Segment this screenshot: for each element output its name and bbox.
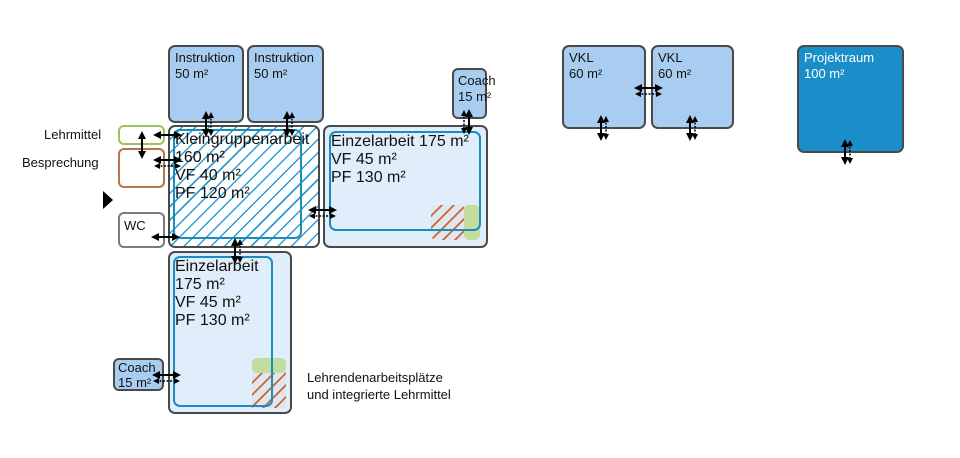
room-kleingruppenarbeit (168, 125, 320, 248)
room-coach-bottom: Coach 15 m² (113, 358, 164, 391)
workplace-hatch-bottom (252, 372, 286, 408)
room-coach-bottom-name: Coach (118, 360, 156, 375)
room-instruktion-1-area: 50 m² (175, 66, 209, 81)
einzelarbeit-bottom-pf: PF 130 m² (175, 312, 250, 329)
room-coach-top-area: 15 m² (458, 89, 492, 104)
room-lehrmittel (118, 125, 165, 145)
workplace-lehrmittel-bottom (252, 358, 286, 373)
entrance-arrow-icon (103, 191, 113, 209)
einzelarbeit-bottom-inner-zone: Einzelarbeit 175 m² VF 45 m² PF 130 m² (173, 256, 273, 407)
kleingruppenarbeit-area: 160 m² (175, 149, 225, 166)
room-instruktion-1: Instruktion 50 m² (168, 45, 244, 123)
kleingruppenarbeit-name: Kleingruppenarbeit (175, 131, 310, 148)
room-vkl-1-area: 60 m² (569, 66, 603, 81)
room-projektraum-area: 100 m² (804, 66, 845, 81)
einzelarbeit-right-inner-zone: Einzelarbeit 175 m² VF 45 m² PF 130 m² (329, 131, 481, 231)
room-wc: WC (118, 212, 165, 248)
kleingruppenarbeit-vf: VF 40 m² (175, 167, 241, 184)
einzelarbeit-right-name: Einzelarbeit 175 m² (331, 133, 469, 150)
einzelarbeit-bottom-name: Einzelarbeit 175 m² (175, 258, 259, 293)
room-instruktion-1-name: Instruktion (175, 50, 235, 65)
kleingruppenarbeit-pf: PF 120 m² (175, 185, 250, 202)
room-vkl-2-name: VKL (658, 50, 683, 65)
label-lehrmittel: Lehrmittel (44, 127, 102, 142)
workplace-lehrmittel-right (464, 205, 480, 240)
annotation-line-1: Lehrendenarbeitsplätze (307, 370, 443, 385)
workplace-hatch-right (431, 205, 465, 240)
room-vkl-2-area: 60 m² (658, 66, 692, 81)
room-instruktion-2: Instruktion 50 m² (247, 45, 324, 123)
room-projektraum-name: Projektraum (804, 50, 875, 65)
room-coach-top-name: Coach (458, 73, 496, 88)
room-vkl-2: VKL 60 m² (651, 45, 734, 129)
room-instruktion-2-name: Instruktion (254, 50, 314, 65)
einzelarbeit-bottom-vf: VF 45 m² (175, 294, 241, 311)
room-projektraum: Projektraum 100 m² (797, 45, 904, 153)
room-vkl-1-name: VKL (569, 50, 594, 65)
room-coach-top: Coach 15 m² (452, 68, 496, 119)
kleingruppenarbeit-inner-zone: Kleingruppenarbeit 160 m² VF 40 m² PF 12… (173, 129, 310, 239)
room-vkl-1: VKL 60 m² (562, 45, 646, 129)
einzelarbeit-right-vf: VF 45 m² (331, 151, 397, 168)
label-besprechung: Besprechung (22, 155, 99, 170)
room-coach-bottom-area: 15 m² (118, 375, 152, 390)
room-wc-name: WC (124, 218, 146, 233)
annotation-line-2: und integrierte Lehrmittel (307, 387, 451, 402)
room-instruktion-2-area: 50 m² (254, 66, 288, 81)
einzelarbeit-right-pf: PF 130 m² (331, 169, 406, 186)
room-besprechung (118, 148, 165, 188)
